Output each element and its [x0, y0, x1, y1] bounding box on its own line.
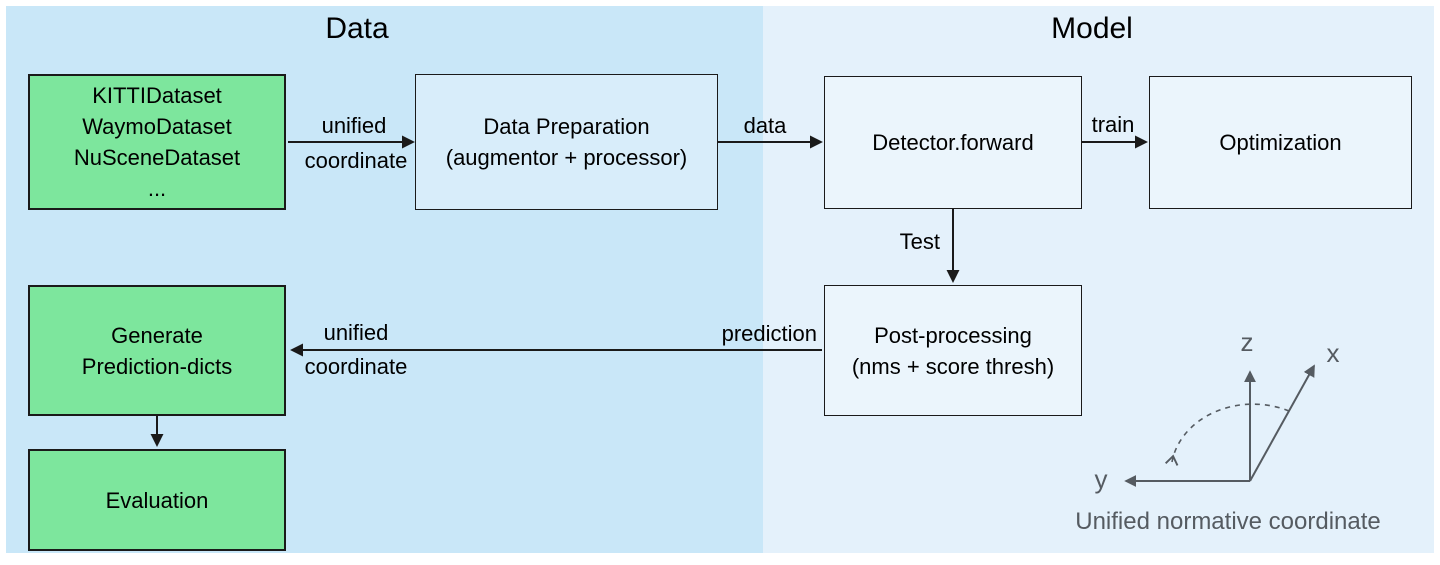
edge-label-unified-bottom: unified [323, 320, 389, 345]
node-generate-prediction-dicts: Generate Prediction-dicts [28, 285, 286, 416]
rotation-arc-dashed-arrow [1164, 403, 1290, 466]
model-section-title: Model [1051, 12, 1133, 45]
edge-label-data: data [743, 113, 787, 138]
node-post-processing: Post-processing (nms + score thresh) [824, 285, 1082, 416]
node-line: (augmentor + processor) [445, 145, 688, 170]
x-axis-label: x [1326, 338, 1340, 368]
node-datasets: KITTIDataset WaymoDataset NuSceneDataset… [28, 74, 286, 210]
node-line: Generate [111, 322, 203, 348]
edge-label-coordinate-top: coordinate [304, 148, 408, 173]
edge-label-prediction: prediction [721, 321, 817, 346]
z-axis-label: z [1240, 327, 1254, 357]
node-detector-forward: Detector.forward [824, 76, 1082, 209]
node-line: Evaluation [105, 487, 209, 513]
edge-label-test: Test [899, 229, 940, 254]
model-section-panel [763, 6, 1434, 553]
node-evaluation: Evaluation [28, 449, 286, 551]
node-line: (nms + score thresh) [851, 353, 1055, 379]
edge-label-train: train [1091, 112, 1135, 137]
node-line: Prediction-dicts [81, 353, 233, 379]
node-line: Optimization [1219, 130, 1342, 155]
node-line: Post-processing [874, 322, 1032, 348]
node-line: NuSceneDataset [73, 145, 241, 170]
node-data-preparation: Data Preparation (augmentor + processor) [415, 74, 718, 210]
node-line: Detector.forward [872, 130, 1034, 155]
x-axis-arrow [1249, 364, 1315, 482]
y-axis-label: y [1094, 464, 1108, 494]
edge-label-coordinate-bottom: coordinate [304, 354, 408, 379]
node-line: KITTIDataset [92, 83, 222, 108]
node-optimization: Optimization [1149, 76, 1412, 209]
node-line: WaymoDataset [82, 114, 232, 139]
data-section-title: Data [325, 12, 389, 45]
edge-label-unified-top: unified [321, 113, 387, 138]
coordinate-legend-caption: Unified normative coordinate [1075, 508, 1381, 535]
node-line: ... [147, 176, 167, 201]
node-line: Data Preparation [483, 114, 650, 139]
